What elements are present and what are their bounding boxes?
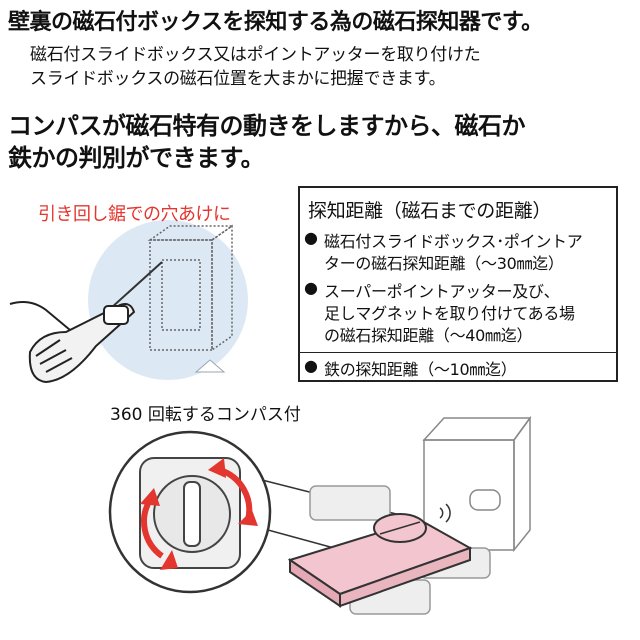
compass-magnifier	[108, 430, 421, 594]
gray-box-structure	[422, 415, 532, 553]
bullet-icon: ●	[304, 356, 318, 375]
rotation-label: 360 回転するコンパス付	[110, 405, 301, 425]
item3-text: 鉄の探知距離（～10㎜迄）	[324, 360, 517, 379]
pink-detector	[287, 513, 473, 608]
callout-saw-use: 引き回し鋸での穴あけに	[38, 204, 231, 225]
saw-and-hand	[9, 261, 163, 384]
headline: 壁裏の磁石付ボックスを探知する為の磁石探知器です。	[8, 10, 543, 35]
feature-line-2: 鉄かの判別ができます。	[8, 144, 265, 172]
detection-distance-box	[298, 186, 618, 382]
sub-line-1: 磁石付スライドボックス又はポイントアッターを取り付けた	[30, 45, 481, 65]
bullet-icon: ●	[304, 228, 318, 247]
item1-line1: 磁石付スライドボックス･ポイントア	[324, 232, 583, 251]
bullet-icon: ●	[304, 278, 318, 297]
feature-line-1: コンパスが磁石特有の動きをしますから、磁石か	[8, 112, 526, 140]
info-title: 探知距離（磁石までの距離）	[308, 200, 552, 222]
item2-line1: スーパーポイントアッター及び、	[324, 282, 560, 301]
item2-line2: 足しマグネットを取り付けてある場	[324, 304, 575, 323]
item1-line2: ターの磁石探知距離（～30㎜迄）	[324, 254, 564, 273]
blue-background-circle	[88, 220, 248, 380]
sub-line-2: スライドボックスの磁石位置を大まかに把握できます。	[30, 69, 446, 89]
info-divider	[298, 352, 618, 353]
signal-icon	[439, 503, 451, 523]
electrical-box	[147, 224, 235, 352]
callout-pointer	[194, 359, 226, 373]
item2-line3: の磁石探知距離（～40㎜迄）	[324, 326, 533, 345]
